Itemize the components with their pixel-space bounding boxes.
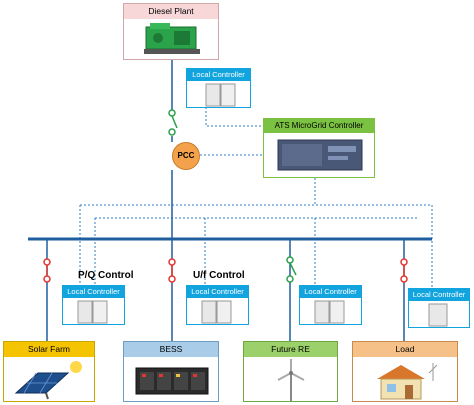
- load-box: Load: [352, 341, 458, 402]
- load-breaker: [400, 258, 408, 283]
- uf-control-label: U/f Control: [193, 270, 245, 281]
- diesel-local-controller: Local Controller: [186, 68, 251, 108]
- solar-local-controller: Local Controller: [62, 285, 125, 325]
- diesel-plant-box: Diesel Plant: [123, 3, 219, 60]
- bess-local-controller-title: Local Controller: [187, 286, 248, 298]
- controller-cabinet-icon: [314, 300, 345, 324]
- load-local-controller: Local Controller: [408, 288, 470, 328]
- branch-feeders: [46, 239, 405, 341]
- bess-title: BESS: [124, 342, 218, 357]
- controller-hardware-icon: [277, 139, 363, 171]
- load-title: Load: [353, 342, 457, 357]
- closed-breakers: [43, 258, 408, 283]
- comm-link-diesel-ctrl-ats: [205, 107, 263, 127]
- bess-local-controller: Local Controller: [186, 285, 249, 325]
- future-re-local-controller-title: Local Controller: [300, 286, 361, 298]
- controller-cabinet-icon: [428, 303, 448, 327]
- pcc-node: PCC: [172, 142, 200, 170]
- diesel-generator-icon: [144, 23, 200, 54]
- ats-microgrid-controller: ATS MicroGrid Controller: [263, 118, 375, 178]
- future-re-box: Future RE: [243, 341, 338, 402]
- pq-control-label: P/Q Control: [78, 270, 134, 281]
- future-re-breaker: [286, 256, 297, 283]
- ats-controller-title: ATS MicroGrid Controller: [264, 119, 374, 133]
- solar-farm-title: Solar Farm: [4, 342, 94, 357]
- controller-cabinet-icon: [201, 300, 232, 324]
- communication-links: [79, 107, 433, 288]
- future-re-local-controller: Local Controller: [299, 285, 362, 325]
- bess-box: BESS: [123, 341, 219, 402]
- solar-panel-icon: [14, 361, 82, 400]
- load-local-controller-title: Local Controller: [409, 289, 469, 301]
- controller-cabinet-icon: [205, 83, 236, 107]
- future-re-title: Future RE: [244, 342, 337, 357]
- controller-cabinet-icon: [77, 300, 108, 324]
- diesel-local-controller-title: Local Controller: [187, 69, 250, 81]
- wind-turbine-icon: [277, 359, 305, 401]
- solar-farm-box: Solar Farm: [3, 341, 95, 402]
- battery-bank-icon: [135, 367, 209, 395]
- diesel-plant-title: Diesel Plant: [124, 4, 218, 19]
- diesel-breaker: [168, 109, 178, 136]
- house-load-icon: [377, 363, 438, 400]
- solar-local-controller-title: Local Controller: [63, 286, 124, 298]
- bess-breaker: [168, 258, 176, 283]
- solar-breaker: [43, 258, 51, 283]
